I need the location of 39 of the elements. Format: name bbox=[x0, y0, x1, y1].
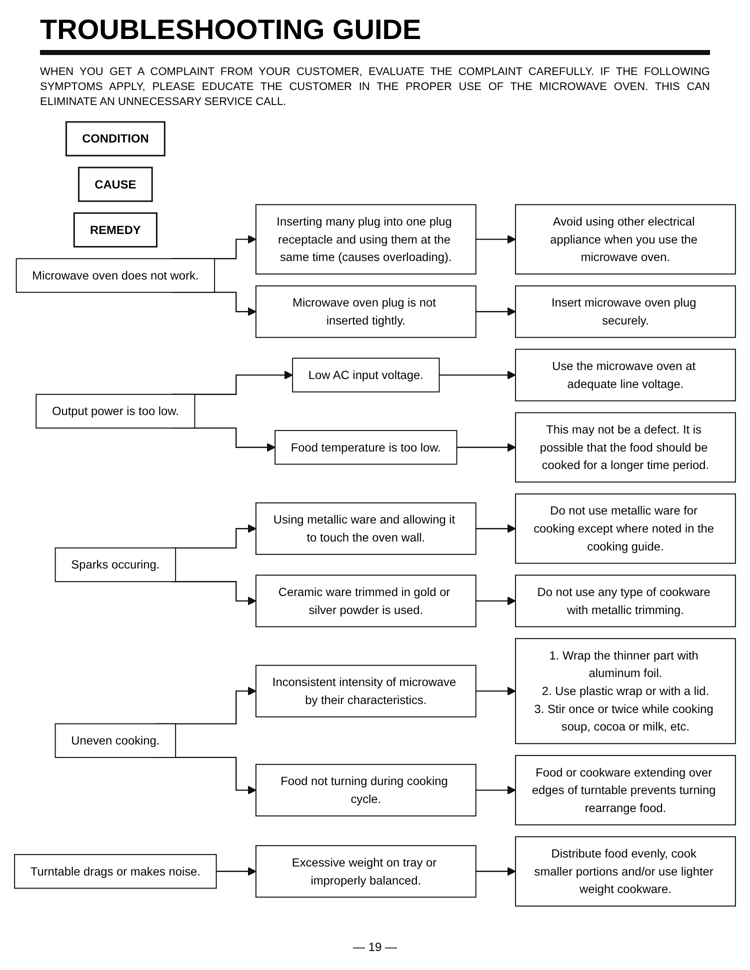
node-box: Turntable drags or makes noise. bbox=[14, 854, 217, 888]
node-box: Excessive weight on tray or improperly balanced. bbox=[255, 844, 476, 898]
node-box: Inserting many plug into one plug receptacle and using them at the same time (causes overloading). bbox=[255, 204, 476, 274]
arrow bbox=[439, 370, 516, 379]
node-box: Do not use metallic ware for cooking except where noted in the cooking guide. bbox=[515, 492, 736, 564]
arrow bbox=[476, 524, 516, 532]
arrow bbox=[476, 234, 516, 244]
arrow bbox=[476, 866, 516, 876]
arrow bbox=[476, 306, 516, 316]
node-box: Output power is too low. bbox=[36, 393, 196, 428]
node-box: Distribute food evenly, cook smaller portions and/or use lighter weight cookware. bbox=[515, 836, 736, 906]
node-box: Food not turning during cooking cycle. bbox=[255, 763, 476, 816]
node-box: Low AC input voltage. bbox=[292, 357, 440, 392]
node-box: Avoid using other electrical appliance when you use the microwave oven. bbox=[515, 204, 736, 274]
node-box: Sparks occuring. bbox=[54, 546, 176, 582]
node-box: Inconsistent intensity of microwave by their characteristics. bbox=[255, 664, 476, 717]
node-box: REMEDY bbox=[73, 212, 158, 248]
arrow bbox=[476, 686, 516, 695]
page-number: — 19 — bbox=[352, 940, 397, 954]
node-box: Uneven cooking. bbox=[54, 722, 176, 758]
node-box: This may not be a defect. It is possible that the food should be cooked for a longer time period. bbox=[515, 412, 736, 482]
node-box: Using metallic ware and allowing it to touch the oven wall. bbox=[255, 502, 476, 554]
node-box: Microwave oven plug is not inserted tightly. bbox=[255, 284, 476, 338]
node-box: CAUSE bbox=[78, 166, 153, 202]
node-box: Do not use any type of cookware with metallic trimming. bbox=[515, 574, 736, 627]
page-title: TROUBLESHOOTING GUIDE bbox=[40, 14, 710, 55]
node-box: Use the microwave oven at adequate line voltage. bbox=[515, 348, 736, 401]
arrow bbox=[476, 785, 516, 794]
node-box: Food or cookware extending over edges of turntable prevents turning rearrange food. bbox=[515, 754, 736, 825]
intro-paragraph: WHEN YOU GET A COMPLAINT FROM YOUR CUSTOMER, EVALUATE THE COMPLAINT CAREFULLY. IF THE FOLLOWING SYMPTOMS APPLY, PLEASE EDUCATE THE CUSTOMER IN THE PROPER USE OF THE MICROWAVE OVEN. THIS CAN ELIMINATE AN UNNECESSARY SERVICE CALL. bbox=[40, 65, 710, 110]
node-box: Ceramic ware trimmed in gold or silver powder is used. bbox=[255, 574, 476, 627]
node-box: Microwave oven does not work. bbox=[16, 258, 216, 292]
arrow bbox=[456, 442, 516, 452]
node-box: 1. Wrap the thinner part with aluminum foil. 2. Use plastic wrap or with a lid. 3. Stir once or twice while cooking soup, cocoa or milk, etc. bbox=[515, 638, 736, 744]
node-box: Food temperature is too low. bbox=[274, 430, 458, 464]
node-box: Insert microwave oven plug securely. bbox=[515, 284, 736, 338]
arrow bbox=[216, 866, 256, 876]
arrow bbox=[476, 596, 516, 605]
node-box: CONDITION bbox=[65, 120, 166, 156]
